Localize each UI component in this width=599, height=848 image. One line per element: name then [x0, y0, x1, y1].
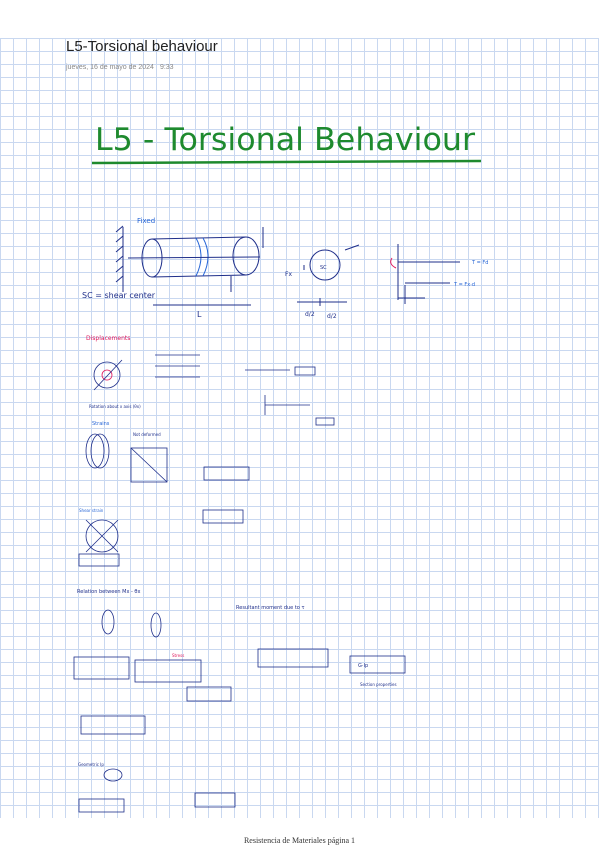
d-half-right: d/2	[327, 313, 337, 320]
section-properties-note: Section properties	[360, 682, 397, 687]
strain-sketch	[78, 433, 250, 567]
gip-label: G·Ip	[358, 663, 368, 669]
resultant-heading: Resultant moment due to τ	[236, 605, 304, 611]
notes-heading: L5 - Torsional Behaviour	[95, 122, 475, 158]
fx-label: Fx	[285, 271, 292, 278]
not-deformed-note: Not deformed	[133, 432, 161, 437]
rotation-note: Rotation about x axis (θx)	[89, 404, 141, 409]
torque-diagram	[390, 244, 460, 304]
page-date: jueves, 16 de mayo de 2024 9:33	[66, 64, 218, 71]
displacement-sketch	[93, 354, 335, 426]
relation-heading: Relation between Mx - θx	[77, 589, 140, 595]
stress-label: Stress	[172, 653, 184, 658]
shaft-diagram	[115, 225, 264, 306]
strains-heading: Strains	[92, 421, 110, 427]
grid-paper	[0, 38, 599, 818]
page-title: L5-Torsional behaviour	[66, 38, 218, 55]
shear-strain-note: Shear strain	[79, 508, 104, 513]
t-label-2: T = Fx·d	[453, 282, 475, 288]
page-footer: Resistencia de Materiales página 1	[243, 836, 356, 845]
heading-underline	[91, 159, 482, 165]
geometric-ip-heading: Geometric Ip	[78, 762, 104, 767]
sc-definition: SC = shear center	[82, 291, 156, 300]
cross-section	[297, 244, 360, 306]
displacements-heading: Displacements	[86, 335, 130, 342]
sc-label: SC	[320, 265, 327, 271]
t-label-1: T = Fd	[471, 260, 488, 266]
time-text: 9:33	[159, 64, 174, 71]
length-label: L	[197, 310, 202, 319]
relation-sketch	[73, 609, 406, 813]
page-header: L5-Torsional behaviour jueves, 16 de may…	[66, 38, 218, 71]
date-text: jueves, 16 de mayo de 2024	[66, 64, 154, 71]
d-half-left: d/2	[305, 311, 315, 318]
fixed-label: Fixed	[137, 217, 155, 225]
